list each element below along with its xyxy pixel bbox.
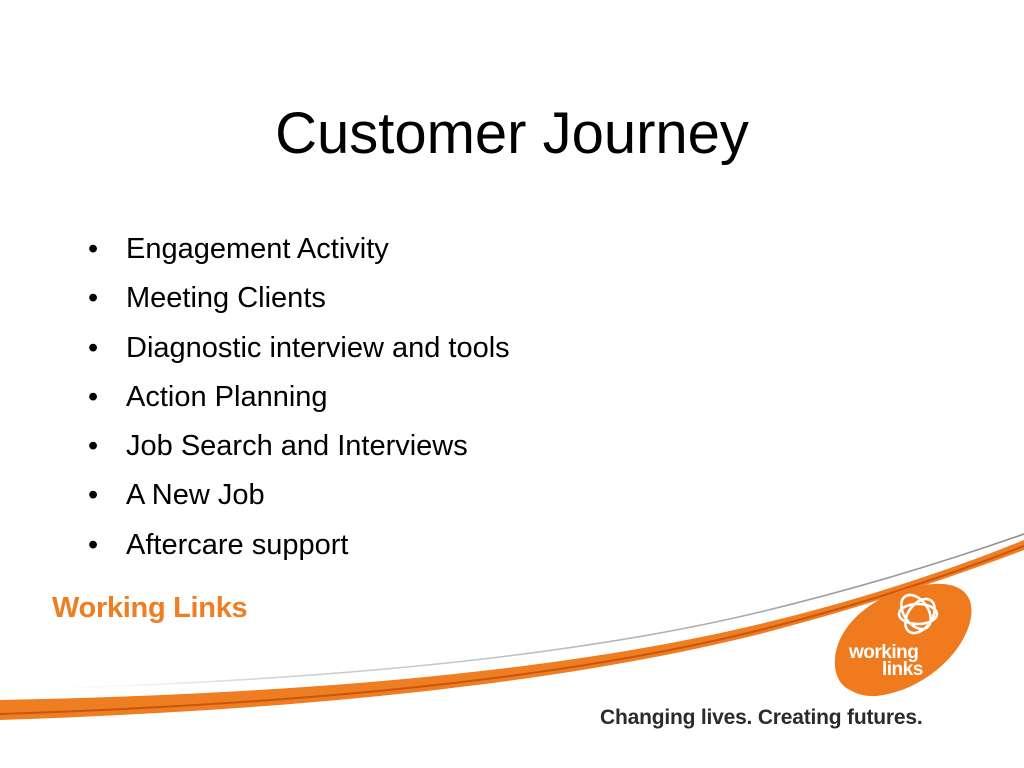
bullet-dot: • <box>88 380 99 413</box>
bullet-item: • Action Planning <box>88 373 510 422</box>
interlocking-rings-icon <box>897 593 939 635</box>
bullet-dot: • <box>88 528 99 561</box>
logo-text-working: working <box>849 642 919 663</box>
bullet-item: • Engagement Activity <box>88 225 510 274</box>
bullet-dot: • <box>88 479 99 512</box>
bullet-text: Job Search and Interviews <box>126 430 468 463</box>
bullet-text: Meeting Clients <box>126 282 326 315</box>
bullet-text: Diagnostic interview and tools <box>126 331 510 364</box>
bullet-dot: • <box>88 331 99 364</box>
logo-text-links: links <box>882 659 923 680</box>
bullet-item: • A New Job <box>88 471 510 520</box>
bullet-item: • Aftercare support <box>88 521 510 570</box>
slide-title: Customer Journey <box>275 101 749 166</box>
bullet-dot: • <box>88 430 99 463</box>
bullet-dot: • <box>88 233 99 265</box>
bullet-dot: • <box>88 282 99 315</box>
bullet-text: Action Planning <box>126 380 328 413</box>
tagline: Changing lives. Creating futures. <box>600 706 923 729</box>
bullet-item: • Job Search and Interviews <box>88 422 510 471</box>
bullet-text: Engagement Activity <box>126 233 389 265</box>
bullet-text: A New Job <box>126 479 265 512</box>
bullet-item: • Diagnostic interview and tools <box>88 324 510 373</box>
bullet-text: Aftercare support <box>126 528 349 561</box>
bullet-item: • Meeting Clients <box>88 274 510 323</box>
brand-wordmark: Working Links <box>52 592 248 624</box>
bullet-list: • Engagement Activity • Meeting Clients • D… <box>88 225 510 570</box>
working-links-logo <box>834 583 972 697</box>
